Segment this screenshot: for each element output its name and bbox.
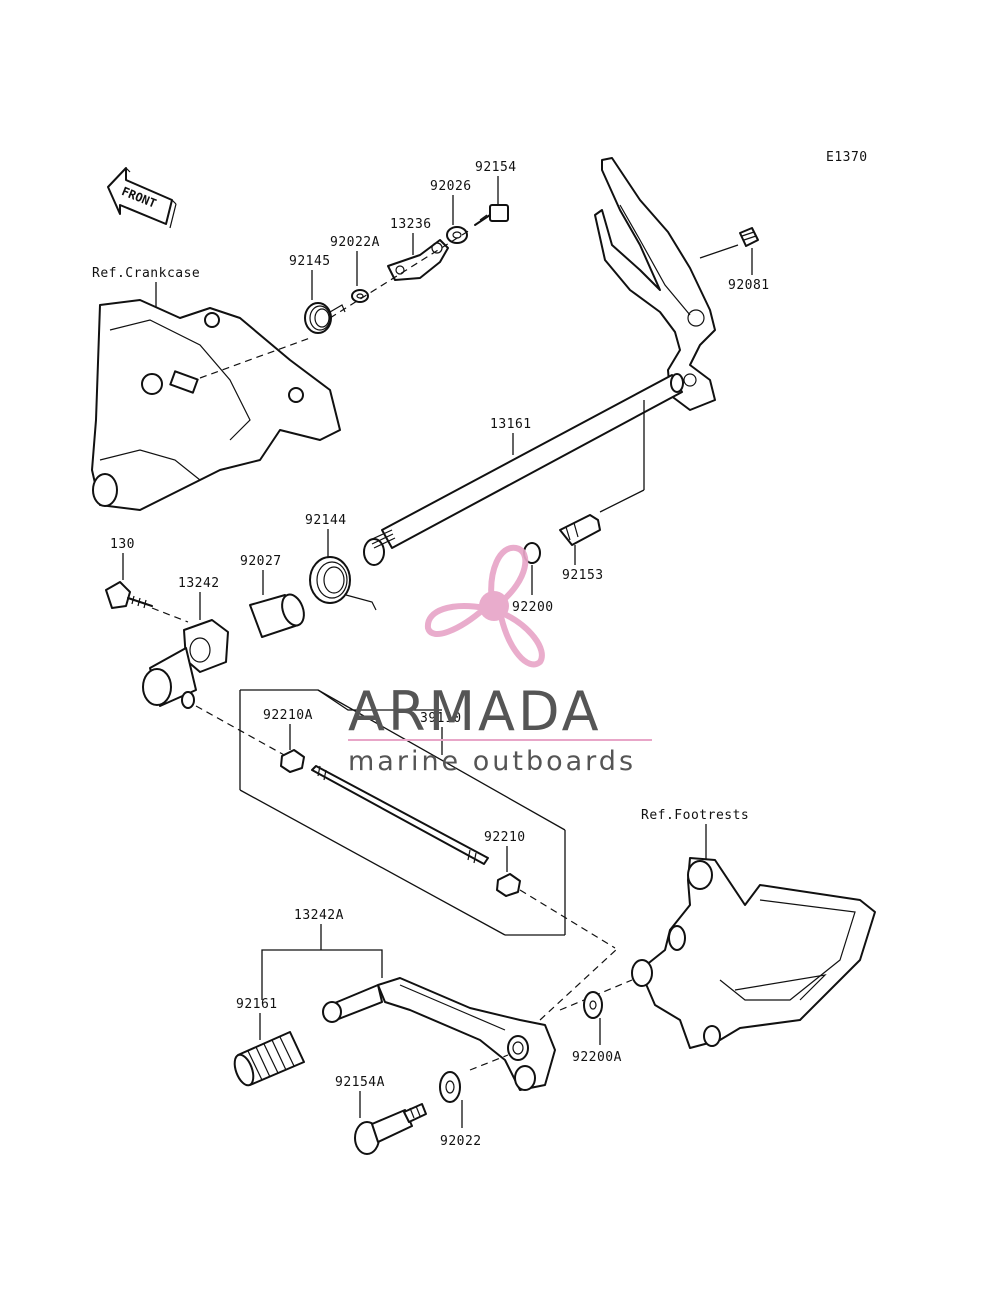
collar-92027: 92027 bbox=[240, 554, 305, 638]
crankcase-icon bbox=[91, 299, 341, 511]
rubber-92161: 92161 bbox=[233, 997, 305, 1087]
spring-92144: 92144 bbox=[305, 513, 377, 611]
shift-pedal-13242A: 13242A bbox=[261, 908, 619, 1091]
nut-92210A: 92210A bbox=[263, 708, 313, 773]
plate-13236: 13236 bbox=[387, 217, 449, 281]
label-13242: 13242 bbox=[178, 576, 220, 591]
label-13242A: 13242A bbox=[294, 908, 344, 923]
label-92022: 92022 bbox=[440, 1134, 482, 1149]
label-92200A: 92200A bbox=[572, 1050, 622, 1065]
footrest-ref: Ref.Footrests bbox=[559, 808, 876, 1049]
bolt-92153: 92153 bbox=[559, 400, 645, 583]
label-92161: 92161 bbox=[236, 997, 278, 1012]
label-92210A: 92210A bbox=[263, 708, 313, 723]
bolt-130: 130 bbox=[105, 537, 189, 623]
label-92026: 92026 bbox=[430, 179, 472, 194]
spring-92145: 92145 bbox=[289, 254, 346, 334]
washer-92026: 92026 bbox=[430, 179, 472, 244]
label-92200: 92200 bbox=[512, 600, 554, 615]
propeller-logo-icon bbox=[424, 544, 545, 668]
tie-rod-group: 39110 bbox=[239, 689, 566, 936]
shift-shaft-13161: 13161 bbox=[363, 373, 684, 566]
ref-crankcase-label: Ref.Crankcase bbox=[92, 266, 200, 281]
label-92154: 92154 bbox=[475, 160, 517, 175]
label-92153: 92153 bbox=[562, 568, 604, 583]
armada-watermark: ARMADA marine outboards bbox=[348, 544, 652, 777]
shift-fork-part bbox=[594, 157, 716, 411]
arm-13242: 13242 bbox=[142, 576, 287, 757]
bolt-92154A: 92154A bbox=[335, 1075, 427, 1155]
label-92154A: 92154A bbox=[335, 1075, 385, 1090]
label-13161: 13161 bbox=[490, 417, 532, 432]
washer-92022A: 92022A bbox=[330, 235, 380, 303]
watermark-title: ARMADA bbox=[348, 680, 602, 743]
label-92145: 92145 bbox=[289, 254, 331, 269]
bolt-92154: 92154 bbox=[474, 160, 517, 226]
label-92022A: 92022A bbox=[330, 235, 380, 250]
washer-92022: 92022 bbox=[439, 1071, 482, 1149]
label-39110: 39110 bbox=[420, 711, 462, 726]
footrest-bracket-icon bbox=[639, 857, 876, 1049]
watermark-subtitle: marine outboards bbox=[348, 746, 636, 777]
label-92210: 92210 bbox=[484, 830, 526, 845]
washer-92200A: 92200A bbox=[572, 991, 622, 1065]
front-arrow-icon: FRONT bbox=[107, 167, 177, 229]
diagram-code: E1370 bbox=[826, 150, 868, 165]
spring-92081: 92081 bbox=[699, 227, 770, 293]
label-92144: 92144 bbox=[305, 513, 347, 528]
label-13236: 13236 bbox=[390, 217, 432, 232]
label-130: 130 bbox=[110, 537, 135, 552]
label-92081: 92081 bbox=[728, 278, 770, 293]
crankcase-ref: Ref.Crankcase bbox=[91, 266, 341, 511]
ref-footrests-label: Ref.Footrests bbox=[641, 808, 749, 823]
rod-39110 bbox=[311, 765, 489, 865]
label-92027: 92027 bbox=[240, 554, 282, 569]
nut-92210: 92210 bbox=[484, 830, 616, 949]
